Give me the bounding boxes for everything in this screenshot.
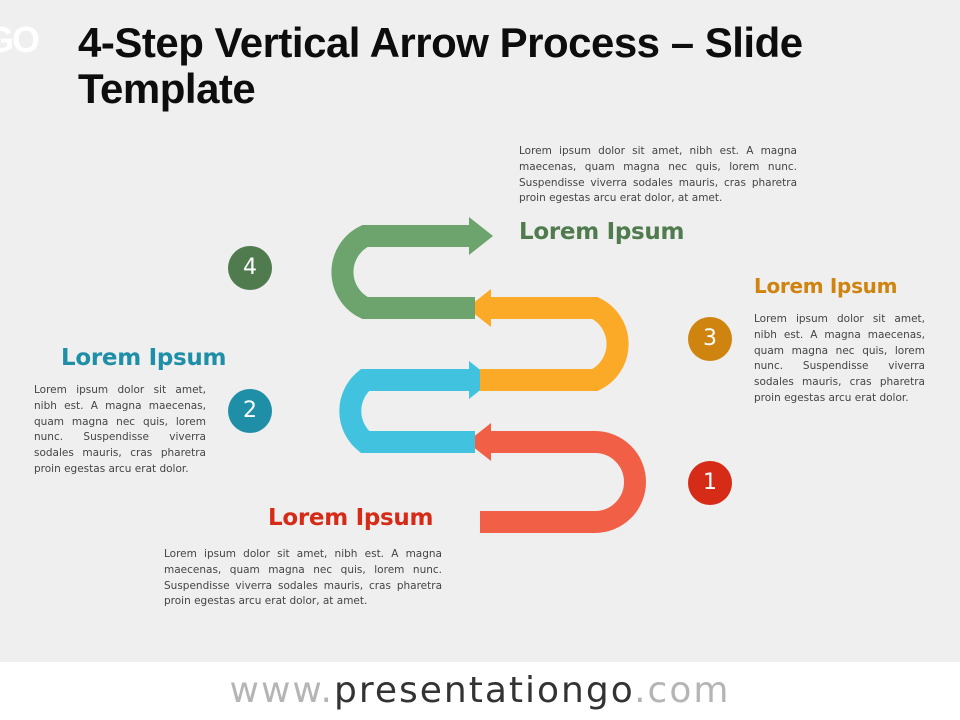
step-1-badge: 1 bbox=[688, 461, 732, 505]
step-2-heading: Lorem Ipsum bbox=[61, 345, 227, 371]
footer-url[interactable]: www.presentationgo.com bbox=[0, 662, 960, 720]
footer-url-prefix: www. bbox=[229, 670, 334, 711]
step-1-arrow bbox=[467, 423, 646, 533]
arrow-process-diagram bbox=[331, 217, 646, 533]
footer-url-suffix: .com bbox=[634, 670, 731, 711]
step-2-arrow bbox=[339, 361, 493, 453]
page-title: 4-Step Vertical Arrow Process – Slide Te… bbox=[78, 19, 803, 112]
step-2-description: Lorem ipsum dolor sit amet, nibh est. A … bbox=[34, 384, 206, 475]
step-3-arrow bbox=[467, 289, 629, 391]
step-3-heading: Lorem Ipsum bbox=[754, 274, 898, 298]
logo-text: GO bbox=[0, 20, 40, 60]
step-3-badge: 3 bbox=[688, 317, 732, 361]
step-4-arrow bbox=[331, 217, 493, 319]
step-1-description: Lorem ipsum dolor sit amet, nibh est. A … bbox=[164, 548, 442, 608]
step-4-heading: Lorem Ipsum bbox=[519, 219, 685, 245]
step-2-badge: 2 bbox=[228, 389, 272, 433]
step-1-heading: Lorem Ipsum bbox=[268, 505, 434, 531]
step-3-description: Lorem ipsum dolor sit amet, nibh est. A … bbox=[754, 313, 925, 404]
step-4-badge: 4 bbox=[228, 246, 272, 290]
step-4-description: Lorem ipsum dolor sit amet, nibh est. A … bbox=[519, 145, 797, 205]
brand-logo: GO bbox=[0, 20, 60, 60]
footer-url-brand: presentationgo bbox=[334, 670, 635, 711]
